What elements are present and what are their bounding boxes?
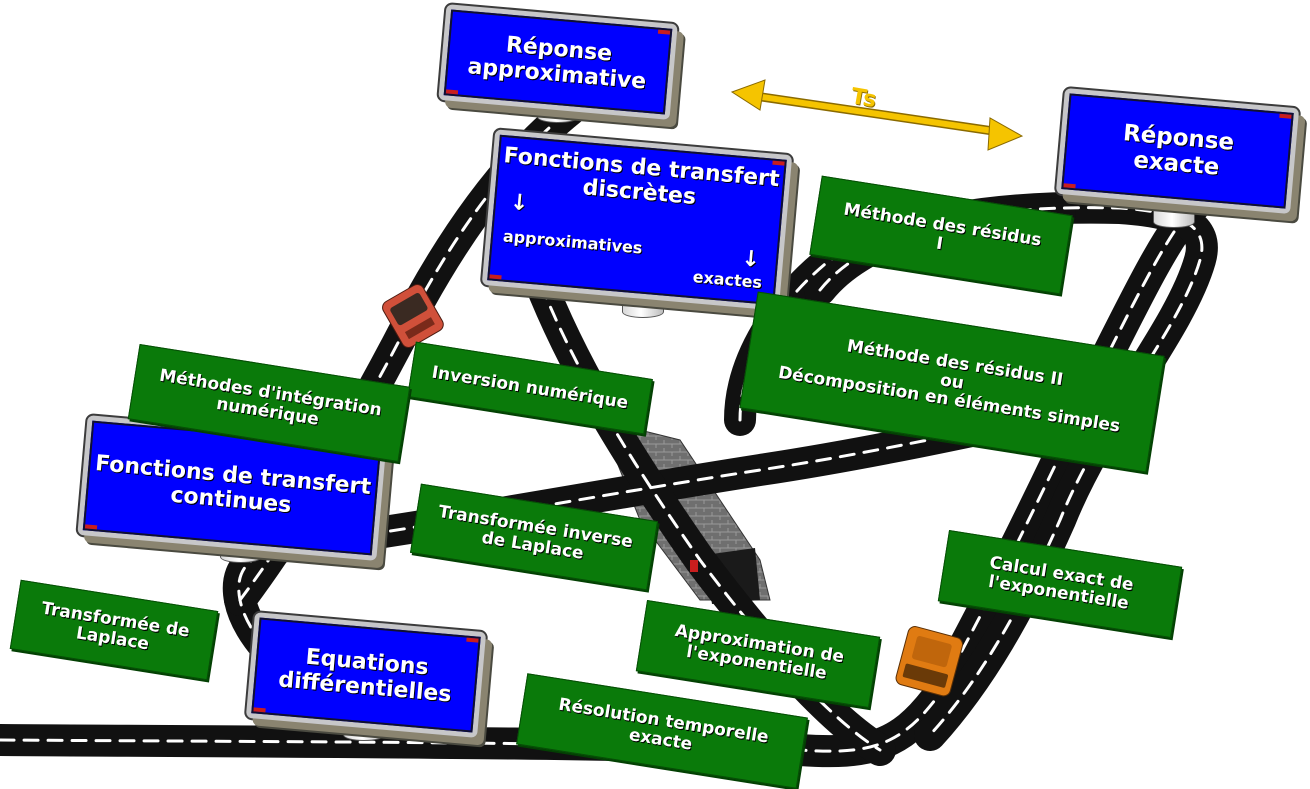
- label-line: I: [934, 233, 945, 255]
- sign-reponse-exacte: Réponse exacte: [1055, 87, 1300, 215]
- ts-double-arrow: [730, 79, 1024, 151]
- down-arrow-icon: ↓: [740, 246, 762, 273]
- sign-sub-right: exactes: [691, 267, 763, 293]
- ts-label: Ts: [849, 84, 879, 113]
- sign-fonctions-discretes: Fonctions de transfert discrètes ↓ ↓ app…: [481, 129, 793, 311]
- car-orange-icon: [895, 626, 964, 697]
- label-line: Inversion numérique: [430, 362, 630, 414]
- down-arrow-icon: ↓: [508, 189, 530, 217]
- sign-sub-left: approximatives: [502, 226, 644, 258]
- car-red-icon: [382, 284, 444, 348]
- sign-reponse-approximative: Réponse approximative: [438, 4, 678, 120]
- sign-equations-differentielles: Equations différentielles: [245, 612, 487, 738]
